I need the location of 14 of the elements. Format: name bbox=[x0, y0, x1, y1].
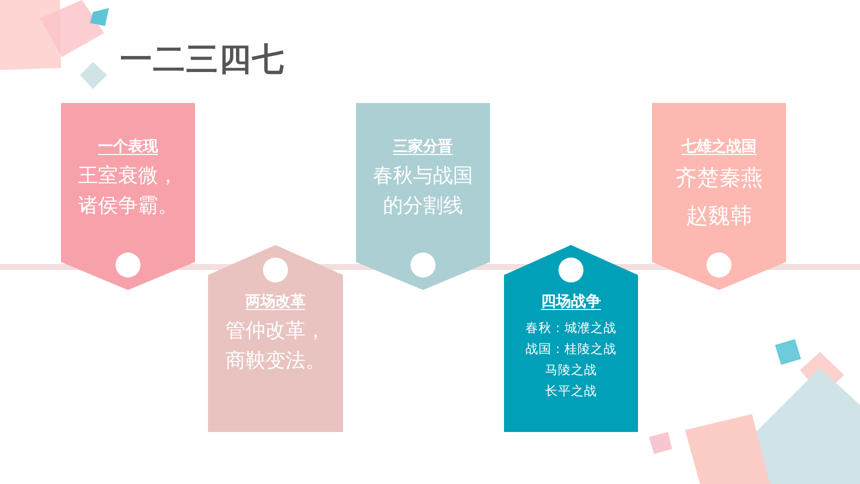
tag-text: 春秋与战国的分割线 bbox=[373, 162, 473, 219]
tag-heading: 两场改革 bbox=[244, 292, 306, 311]
tag-text: 马陵之战 bbox=[544, 361, 598, 379]
tag-heading: 三家分晋 bbox=[392, 137, 454, 156]
tag-heading: 一个表现 bbox=[97, 137, 159, 156]
tag-text: 王室衰微，诸侯争霸。 bbox=[77, 162, 179, 219]
tag-heading: 七雄之战国 bbox=[680, 137, 758, 156]
tag-text: 战国：桂陵之战 bbox=[524, 340, 618, 358]
tag-heading: 四场战争 bbox=[540, 292, 602, 311]
tag-text: 齐楚秦燕赵魏韩 bbox=[674, 165, 764, 231]
slide-title: 一二三四七 bbox=[120, 39, 285, 80]
tag-text: 春秋：城濮之战 bbox=[524, 319, 618, 337]
tag-text: 管仲改革，商鞅变法。 bbox=[224, 317, 326, 374]
tag-text: 长平之战 bbox=[544, 382, 598, 400]
